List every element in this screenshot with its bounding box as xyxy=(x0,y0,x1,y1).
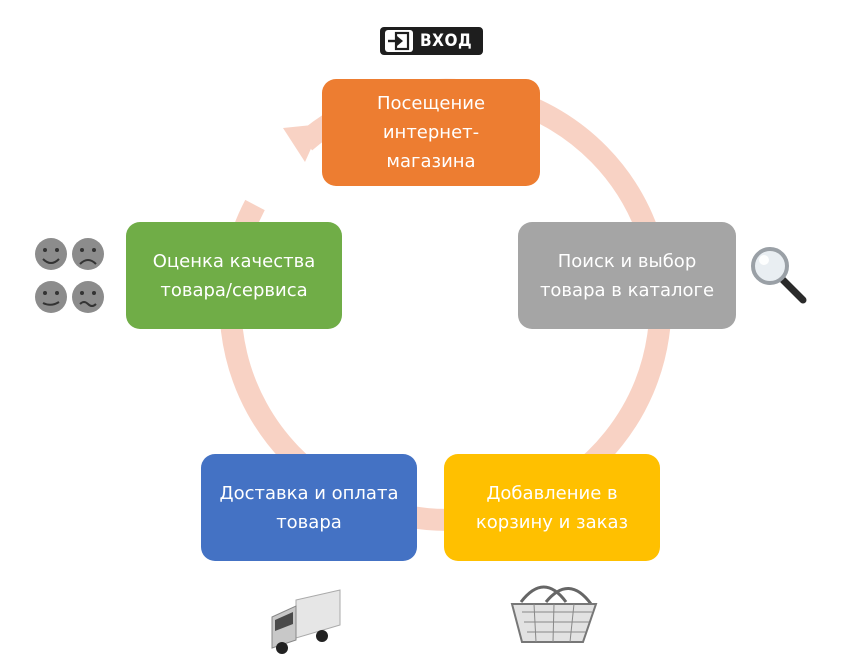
step-rate-quality: Оценка качества товара/сервиса xyxy=(126,222,342,329)
step-add-to-cart: Добавление в корзину и заказ xyxy=(444,454,660,561)
step-visit-store: Посещение интернет- магазина xyxy=(322,79,540,186)
login-badge: ВХОД xyxy=(380,27,483,55)
shopping-basket-icon xyxy=(510,585,598,643)
login-door-icon xyxy=(385,30,413,52)
magnifier-icon xyxy=(751,247,807,304)
step-delivery: Доставка и оплата товара xyxy=(201,454,417,561)
delivery-truck-icon xyxy=(271,589,341,654)
smiley-wavy-icon xyxy=(72,281,104,313)
smiley-neutral-icon xyxy=(35,281,67,313)
smiley-faces-icon xyxy=(35,238,104,313)
step-search-catalog: Поиск и выбор товара в каталоге xyxy=(518,222,736,329)
smiley-happy-icon xyxy=(35,238,67,270)
smiley-sad-icon xyxy=(72,238,104,270)
cycle-arrowhead xyxy=(283,124,322,162)
login-label: ВХОД xyxy=(420,31,473,51)
